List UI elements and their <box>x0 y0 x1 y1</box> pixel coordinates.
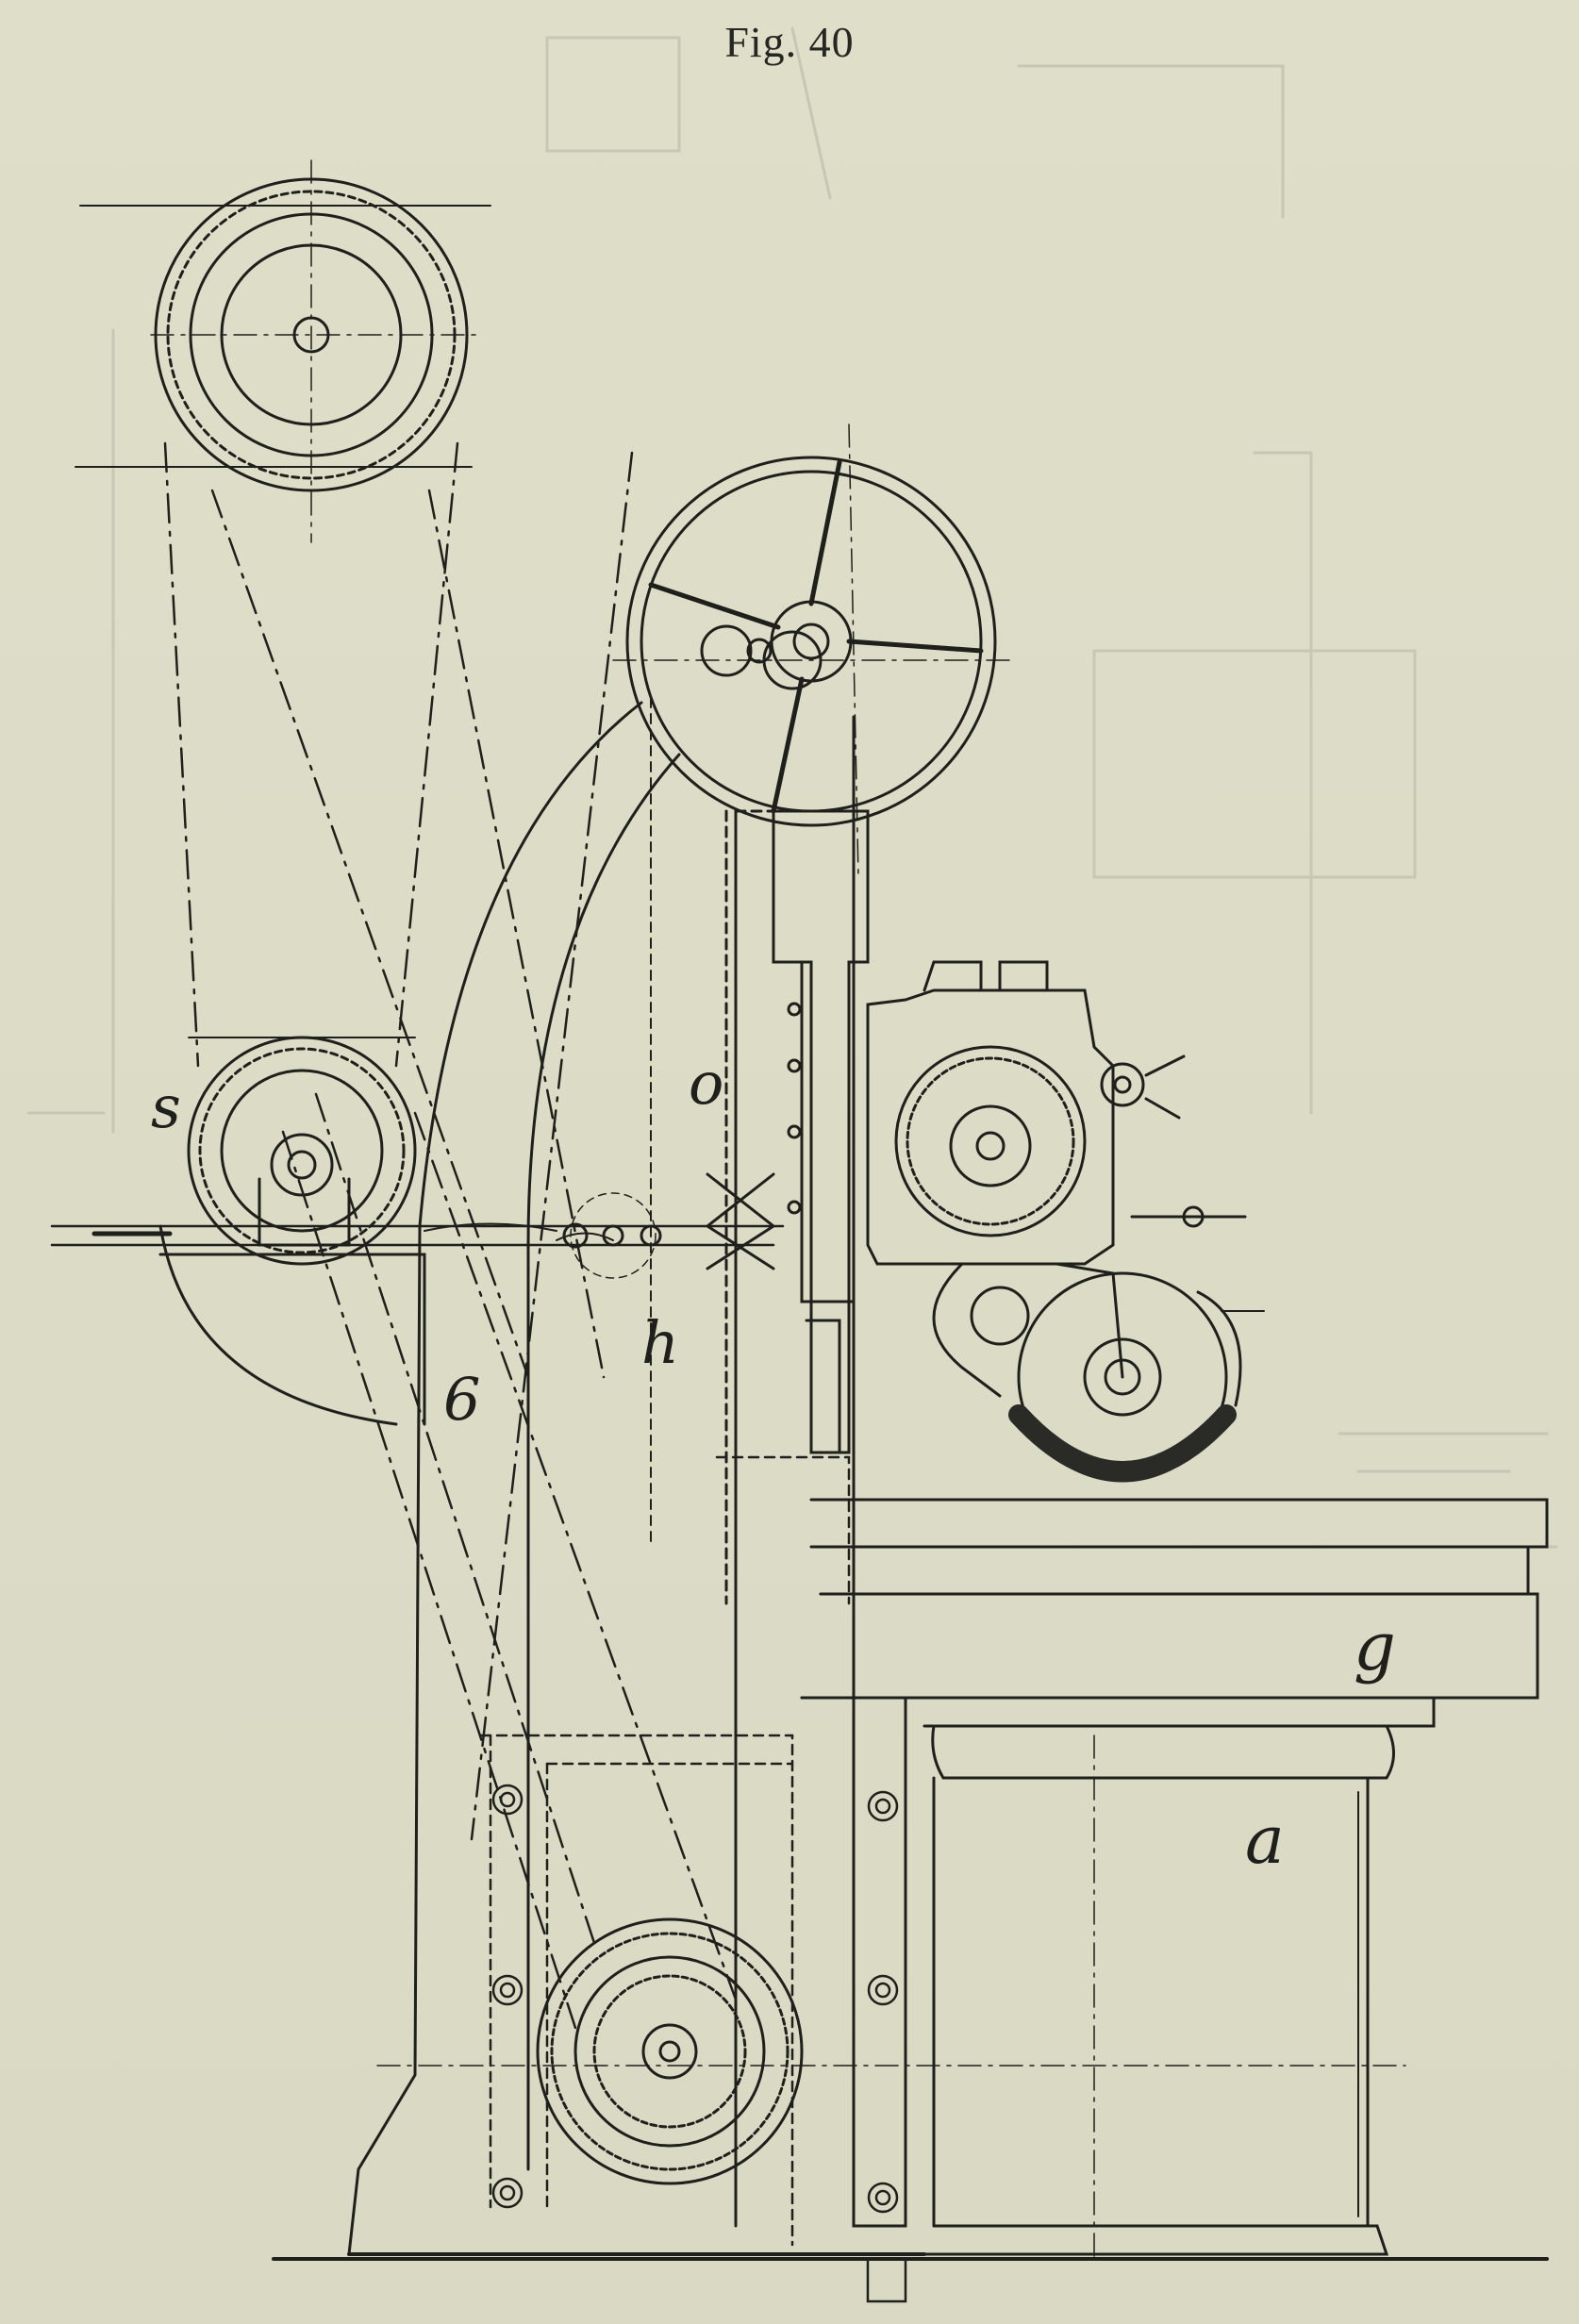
label-a: a <box>1245 1801 1285 1879</box>
label-g: g <box>1354 1608 1396 1685</box>
work-table <box>800 1498 1549 1780</box>
grinding-head <box>866 960 1247 1398</box>
bolt-icons <box>491 1784 899 2214</box>
drive-shaft <box>50 1172 785 1279</box>
label-s: s <box>151 1072 181 1141</box>
bleed-through-ghosts <box>26 26 1558 1549</box>
label-o: o <box>689 1049 723 1118</box>
belt-lines <box>163 441 738 2030</box>
inner-frame-hidden-lines <box>479 1455 851 2247</box>
lower-pulley-icon <box>376 1917 1406 2185</box>
vertical-slide <box>772 809 870 1454</box>
figure-title: Fig. 40 <box>724 18 855 66</box>
top-pulley-icon <box>75 159 491 543</box>
label-b: 6 <box>443 1365 480 1434</box>
frame-base <box>272 1602 1549 2303</box>
handwheel-icon <box>612 423 1010 878</box>
countershaft-pulley-icon <box>158 1036 426 1426</box>
grinding-wheel-icon <box>1008 1271 1265 1483</box>
base-pedestal <box>922 1735 1389 2265</box>
label-h: h <box>641 1308 679 1377</box>
